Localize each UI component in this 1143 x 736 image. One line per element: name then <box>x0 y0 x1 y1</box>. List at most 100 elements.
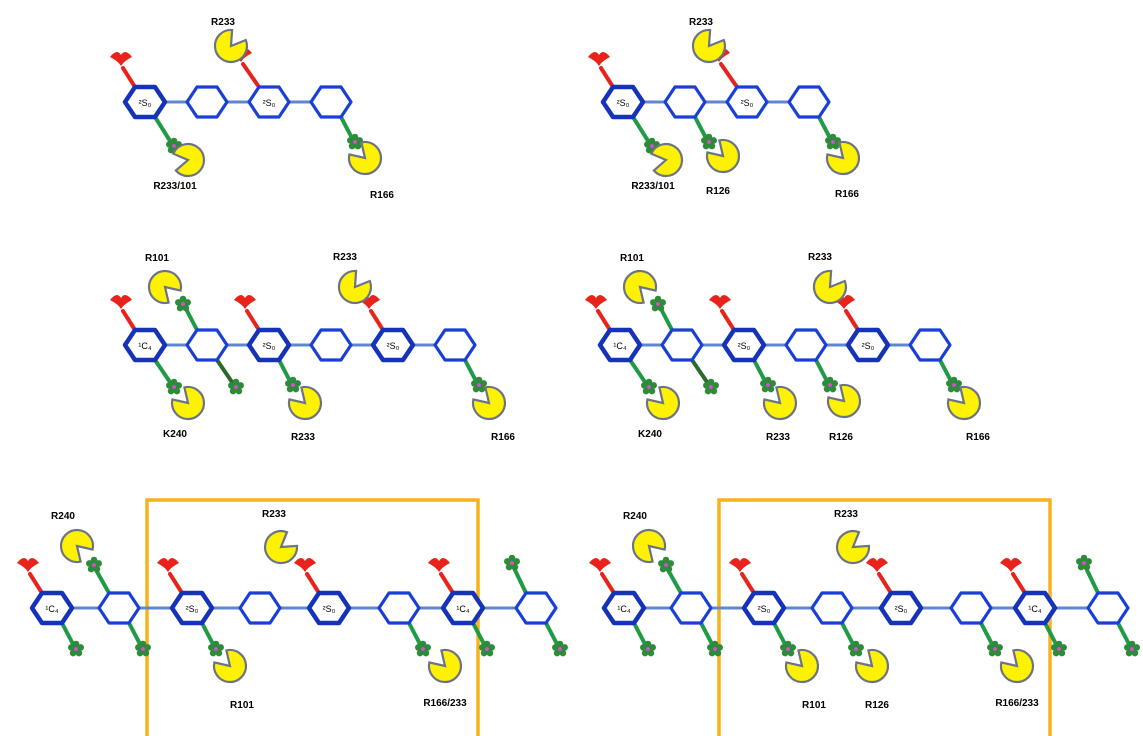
sugar-ring <box>97 591 141 625</box>
sulfate-bond <box>600 572 616 595</box>
sulfate-group <box>589 557 611 572</box>
sugar-ring <box>309 85 353 119</box>
substituent-bond <box>1116 621 1132 648</box>
residue-label: R233/101 <box>631 181 675 192</box>
sulfate-bond <box>1011 572 1027 595</box>
sulfate-bond <box>599 66 615 89</box>
arginine-pacman <box>836 529 871 565</box>
sulfate-group <box>1000 557 1022 572</box>
sulfate-group <box>294 557 316 572</box>
sugar-ring <box>309 328 353 362</box>
substituent-bond <box>666 568 683 595</box>
arginine-pacman <box>347 140 383 176</box>
sulfate-bond <box>168 572 184 595</box>
sulfate-bond <box>740 572 756 595</box>
residue-label: R166 <box>370 190 394 201</box>
residue-label: R233 <box>808 252 832 263</box>
arginine-pacman <box>946 385 982 421</box>
substituent-bond <box>699 621 715 648</box>
conformation-label: ²S₀ <box>263 341 276 351</box>
conformation-label: ²S₀ <box>323 604 336 614</box>
sulfo-star <box>658 556 674 573</box>
sulfate-bond <box>439 572 455 595</box>
conformation-label: ¹C₄ <box>613 341 626 351</box>
arginine-pacman <box>812 269 848 304</box>
sulfate-bond <box>241 62 261 89</box>
sugar-ring <box>787 85 831 119</box>
substituent-bond <box>690 358 711 387</box>
sulfo-star <box>1076 554 1092 571</box>
residue-label: R166 <box>491 432 515 443</box>
arginine-pacman <box>170 385 206 421</box>
sulfate-bond <box>305 572 321 595</box>
substituent-bond <box>979 621 995 648</box>
sulfate-group <box>234 294 256 309</box>
substituent-bond <box>817 115 833 142</box>
sulfate-bond <box>369 309 385 332</box>
residue-label: R126 <box>706 186 730 197</box>
substituent-bond <box>693 115 709 142</box>
sulfo-star <box>175 295 191 312</box>
substituent-bond <box>471 621 487 648</box>
sugar-ring <box>908 328 952 362</box>
sugar-ring <box>663 85 707 119</box>
arginine-pacman <box>264 529 299 565</box>
sugar-ring <box>377 591 421 625</box>
substituent-bond <box>407 621 423 648</box>
sugar-ring <box>669 591 713 625</box>
residue-label: R101 <box>145 253 169 264</box>
binding-site-box <box>145 498 480 736</box>
residue-label: R240 <box>51 511 75 522</box>
residue-label: R233 <box>689 17 713 28</box>
residue-label: R233 <box>766 432 790 443</box>
arginine-pacman <box>649 142 684 178</box>
sugar-ring <box>185 328 229 362</box>
conformation-label: ²S₀ <box>895 604 908 614</box>
substituent-bond <box>339 115 355 142</box>
conformation-label: ²S₀ <box>186 604 199 614</box>
sulfate-group <box>110 294 132 309</box>
sulfate-group <box>428 557 450 572</box>
substituent-bond <box>814 358 830 385</box>
residue-label: R166/233 <box>995 698 1039 709</box>
substituent-bond <box>215 358 236 387</box>
sulfate-bond <box>245 309 261 332</box>
arginine-pacman <box>762 385 798 421</box>
substituent-bond <box>127 621 143 648</box>
substituent-bond <box>277 358 293 385</box>
substituent-bond <box>1043 621 1059 648</box>
sulfate-group <box>866 557 888 572</box>
conformation-label: ²S₀ <box>738 341 751 351</box>
residue-label: R101 <box>230 700 254 711</box>
substituent-bond <box>153 115 174 146</box>
residue-label: R233 <box>262 509 286 520</box>
sugar-ring <box>660 328 704 362</box>
residue-label: R166 <box>966 432 990 443</box>
residue-label: R233 <box>211 17 235 28</box>
arginine-pacman <box>784 648 820 684</box>
sulfate-bond <box>28 572 44 595</box>
sulfo-star <box>86 556 102 573</box>
substituent-bond <box>153 358 174 387</box>
conformation-label: ²S₀ <box>758 604 771 614</box>
sugar-ring <box>810 591 854 625</box>
sulfate-group <box>157 557 179 572</box>
arginine-pacman <box>854 648 890 684</box>
arginine-pacman <box>212 648 248 684</box>
substituent-bond <box>628 358 649 387</box>
residue-label: R101 <box>802 700 826 711</box>
arginine-pacman <box>631 528 667 564</box>
sulfate-group <box>729 557 751 572</box>
sulfate-group <box>17 557 39 572</box>
sugar-ring <box>185 85 229 119</box>
arginine-pacman <box>147 269 183 305</box>
residue-label: R233 <box>333 252 357 263</box>
substituent-bond <box>631 115 652 146</box>
residue-label: R233 <box>291 432 315 443</box>
sulfo-star <box>650 295 666 312</box>
conformation-label: ²S₀ <box>862 341 875 351</box>
arginine-pacman <box>427 648 463 684</box>
residue-label: R233/101 <box>153 181 197 192</box>
